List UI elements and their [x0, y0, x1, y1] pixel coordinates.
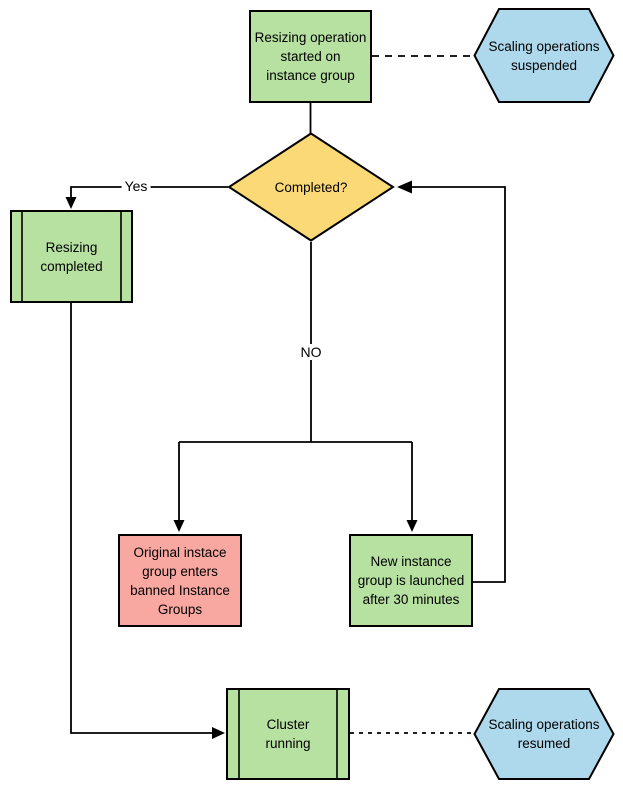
edge-completed-no-junction: [173, 242, 418, 532]
node-completed-label: Completed?: [274, 179, 348, 195]
process-rect-shape: [249, 10, 372, 103]
node-cluster-label: Cluster running: [265, 717, 311, 751]
process-rect: [118, 534, 242, 627]
hexagon: [473, 8, 615, 103]
diamond: [227, 132, 395, 242]
process-rect: [10, 210, 133, 303]
arrowhead-right-icon: [212, 727, 225, 739]
diamond-shape: [227, 132, 395, 242]
predefined-process-shape: [226, 688, 350, 780]
node-completed: Completed?: [227, 132, 395, 242]
node-banned: Original instace group enters banned Ins…: [118, 534, 242, 627]
node-resumed: Scaling operations resumed: [473, 688, 615, 780]
node-resumed-label: Scaling operations resumed: [488, 717, 600, 751]
edge-line: [178, 242, 413, 524]
process-rect: [249, 10, 372, 103]
node-start: Resizing operation started on instance g…: [249, 10, 372, 103]
predefined-process-shape: [10, 210, 133, 303]
node-start-label: Resizing operation started on instance g…: [254, 30, 367, 83]
edge-label-yes: Yes: [121, 178, 151, 194]
process-rect-shape: [349, 534, 473, 627]
process-rect: [349, 534, 473, 627]
node-resizing-completed: Resizing completed: [10, 210, 133, 303]
edge-label-no: NO: [297, 344, 325, 360]
arrowhead-left-icon: [397, 180, 412, 194]
node-new-group-label: New instance group is launched after 30 …: [357, 554, 465, 607]
hexagon-shape: [473, 8, 615, 103]
edge-line: [70, 303, 217, 734]
edge-line: [412, 186, 506, 583]
arrowhead-down-icon: [173, 520, 185, 532]
hexagon: [473, 688, 615, 780]
node-cluster: Cluster running: [226, 688, 350, 780]
arrowhead-down-icon: [406, 520, 418, 532]
edge-resizing-completed-to-cluster: [70, 303, 225, 739]
node-suspended-label: Scaling operations suspended: [488, 38, 600, 73]
edge-newgroup-to-completed-loop: [397, 180, 506, 583]
node-new-group: New instance group is launched after 30 …: [349, 534, 473, 627]
node-resizing-completed-label: Resizing completed: [40, 239, 103, 274]
node-suspended: Scaling operations suspended: [473, 8, 615, 103]
node-banned-label: Original instace group enters banned Ins…: [130, 544, 230, 617]
hexagon-shape: [473, 688, 615, 780]
arrowhead-down-icon: [65, 197, 77, 209]
process-rect-shape: [118, 534, 242, 627]
process-rect: [226, 688, 350, 780]
